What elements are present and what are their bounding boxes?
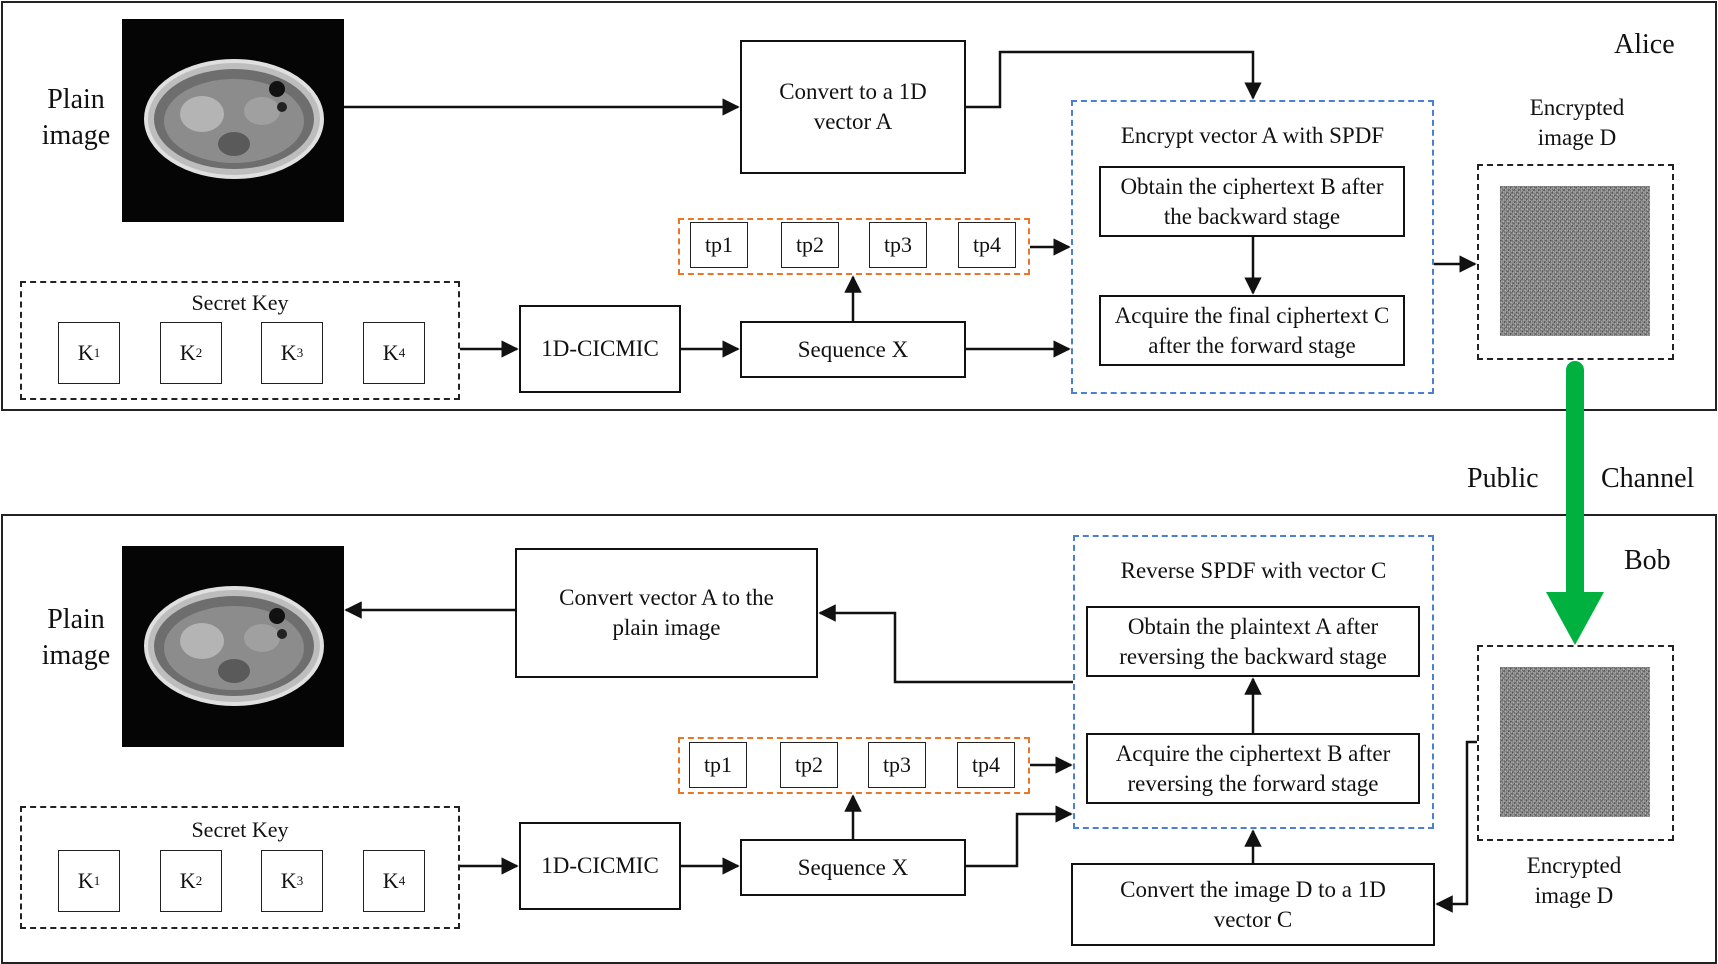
- bob-encrypted-image: [1500, 667, 1650, 817]
- bob-step1-box: Obtain the plaintext A after reversing t…: [1086, 606, 1420, 677]
- alice-encrypt-title: Encrypt vector A with SPDF: [1120, 123, 1385, 148]
- bob-tp2: tp2: [780, 742, 838, 788]
- alice-tp3: tp3: [869, 222, 927, 268]
- bob-sequence-box: Sequence X: [740, 839, 966, 896]
- alice-secret-key-label: Secret Key: [191, 290, 289, 315]
- alice-convert-box: Convert to a 1D vector A: [740, 40, 966, 174]
- alice-tp-group: [678, 218, 1030, 275]
- alice-tp1: tp1: [690, 222, 748, 268]
- alice-secret-key-group: [20, 281, 460, 400]
- alice-plain-image: [122, 19, 344, 222]
- channel-label-right: Channel: [1601, 463, 1695, 494]
- alice-encrypted-frame: [1477, 164, 1674, 360]
- bob-panel: [1, 514, 1717, 964]
- bob-plain-image-label: Plain image: [41, 604, 111, 671]
- bob-plain-image: [122, 546, 344, 747]
- alice-encrypted-image: [1500, 186, 1650, 336]
- channel-label-left: Public: [1467, 463, 1539, 494]
- bob-encrypted-frame: [1477, 645, 1674, 841]
- bob-secret-key-group: [20, 806, 460, 929]
- alice-step2-box: Acquire the final ciphertext C after the…: [1099, 295, 1405, 366]
- bob-secret-key-label: Secret Key: [191, 817, 289, 842]
- bob-encrypted-label: Encrypted image D: [1526, 853, 1622, 908]
- bob-map-box: 1D-CICMIC: [519, 822, 681, 910]
- bob-step2-box: Acquire the ciphertext B after reversing…: [1086, 733, 1420, 804]
- alice-panel: [1, 1, 1717, 411]
- bob-convert-box: Convert vector A to the plain image: [515, 548, 818, 678]
- alice-plain-image-label: Plain image: [41, 84, 111, 151]
- alice-label: Alice: [1614, 29, 1675, 60]
- alice-sequence-box: Sequence X: [740, 321, 966, 378]
- mri-scan-icon: [144, 586, 324, 706]
- bob-label: Bob: [1624, 545, 1671, 576]
- alice-tp4: tp4: [958, 222, 1016, 268]
- bob-tp-group: [678, 737, 1030, 794]
- bob-tp3: tp3: [868, 742, 926, 788]
- bob-tp4: tp4: [957, 742, 1015, 788]
- alice-tp2: tp2: [781, 222, 839, 268]
- bob-spdf-group: [1073, 535, 1434, 829]
- bob-reverse-title: Reverse SPDF with vector C: [1120, 558, 1387, 583]
- mri-scan-icon: [144, 59, 324, 179]
- bob-tp1: tp1: [689, 742, 747, 788]
- alice-map-box: 1D-CICMIC: [519, 305, 681, 393]
- bob-convert-image-box: Convert the image D to a 1D vector C: [1071, 863, 1435, 946]
- alice-encrypted-label: Encrypted image D: [1529, 95, 1625, 150]
- alice-step1-box: Obtain the ciphertext B after the backwa…: [1099, 166, 1405, 237]
